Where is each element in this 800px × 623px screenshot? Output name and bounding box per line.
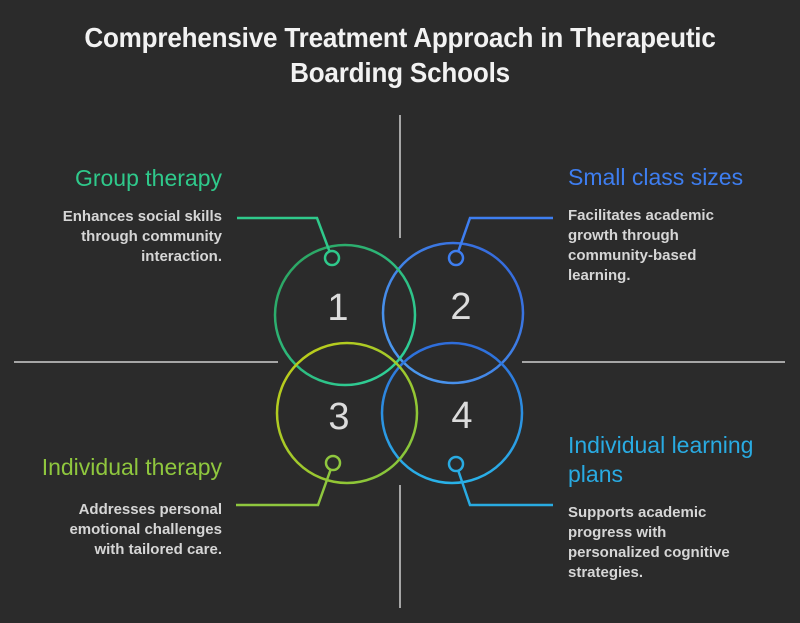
heading-group-therapy: Group therapy	[74, 165, 222, 191]
label-block-small-class-sizes: Small class sizes Facilitates academic g…	[568, 163, 780, 286]
connector-line-2	[454, 216, 553, 259]
description-small-class-sizes: Facilitates academic growth through comm…	[568, 207, 714, 284]
connector-node-2	[447, 249, 465, 267]
heading-small-class-sizes: Small class sizes	[568, 164, 744, 190]
description-group-therapy: Enhances social skills through community…	[62, 208, 222, 265]
crosshair-lines	[14, 115, 785, 608]
connector-line-3	[236, 462, 335, 507]
circle-number-4: 4	[451, 395, 473, 437]
label-block-individual-therapy: Individual therapy Addresses personal em…	[2, 453, 222, 560]
label-block-group-therapy: Group therapy Enhances social skills thr…	[2, 164, 222, 267]
heading-individual-learning-plans: Individual learning plans	[568, 432, 754, 487]
heading-individual-therapy: Individual therapy	[41, 454, 222, 480]
circle-2-small-class-sizes	[381, 241, 525, 385]
label-block-individual-learning-plans: Individual learning plans Supports acade…	[568, 431, 780, 583]
circle-3-individual-therapy	[275, 341, 419, 485]
connector-node-3	[324, 454, 342, 472]
connector-line-4	[454, 463, 553, 507]
circle-number-1: 1	[327, 287, 349, 329]
circle-number-3: 3	[328, 396, 350, 438]
circle-number-2: 2	[450, 286, 472, 328]
description-individual-therapy: Addresses personal emotional challenges …	[69, 501, 222, 558]
circle-4-individual-learning-plans	[380, 341, 524, 485]
connector-node-4	[447, 455, 465, 473]
description-individual-learning-plans: Supports academic progress with personal…	[568, 504, 730, 581]
circle-1-group-therapy	[273, 243, 417, 387]
connector-line-1	[237, 216, 334, 259]
page-title: Comprehensive Treatment Approach in Ther…	[84, 22, 716, 88]
connector-node-1	[323, 249, 341, 267]
